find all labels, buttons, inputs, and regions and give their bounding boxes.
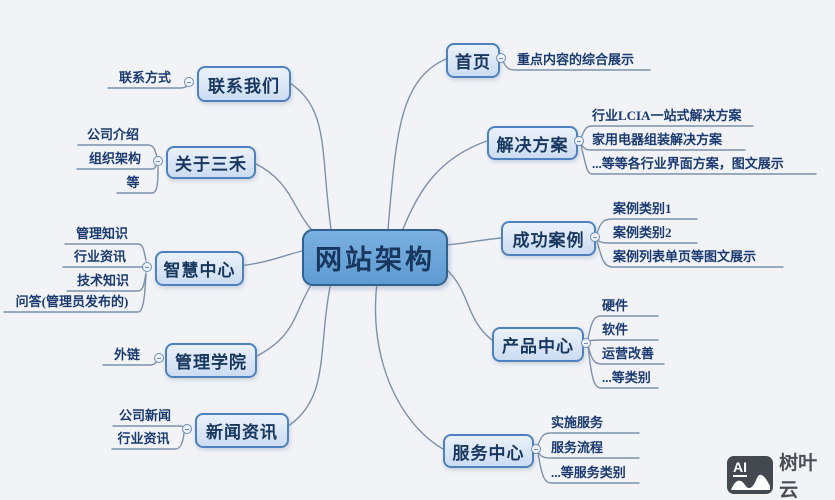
branch-success-cases[interactable]: 成功案例: [501, 221, 596, 256]
leaf-software[interactable]: 软件: [602, 322, 629, 337]
leaf-categories-etc[interactable]: ...等类别: [602, 370, 651, 385]
branch-product-center[interactable]: 产品中心: [492, 327, 584, 362]
ai-image-icon: AI: [727, 456, 774, 494]
branch-news[interactable]: 新闻资讯: [195, 413, 289, 448]
leaf-qa-admin-published[interactable]: 问答(管理员发布的): [15, 294, 129, 309]
watermark-brand: 树叶云: [779, 453, 818, 500]
watermark: AI 树叶云: [727, 448, 835, 500]
leaf-implementation-service[interactable]: 实施服务: [551, 415, 604, 430]
leaf-case-category-1[interactable]: 案例类别1: [613, 201, 672, 216]
collapse-handle-home[interactable]: [496, 53, 506, 63]
leaf-contact-info[interactable]: 联系方式: [118, 70, 171, 85]
collapse-handle-service-center[interactable]: [531, 444, 541, 454]
leaf-service-categories-etc[interactable]: ...等服务类别: [551, 465, 626, 480]
leaf-hardware[interactable]: 硬件: [602, 298, 629, 313]
leaf-industry-news-2[interactable]: 行业资讯: [117, 431, 170, 446]
branch-contact-us[interactable]: 联系我们: [197, 66, 291, 102]
leaf-operation-improvement[interactable]: 运营改善: [602, 346, 655, 361]
leaf-etc[interactable]: 等: [126, 175, 140, 190]
leaf-industry-solutions-etc[interactable]: ...等等各行业界面方案，图文展示: [592, 156, 784, 171]
branch-home[interactable]: 首页: [446, 43, 500, 78]
branch-about-sanhe[interactable]: 关于三禾: [166, 146, 256, 179]
leaf-technical-knowledge[interactable]: 技术知识: [76, 273, 129, 288]
leaf-management-knowledge[interactable]: 管理知识: [75, 226, 128, 241]
collapse-handle-news[interactable]: [182, 424, 192, 434]
branch-wisdom-center[interactable]: 智慧中心: [155, 251, 244, 286]
leaf-company-intro[interactable]: 公司介绍: [86, 127, 139, 142]
central-topic[interactable]: 网站架构: [302, 229, 448, 286]
leaf-industry-news[interactable]: 行业资讯: [73, 249, 126, 264]
collapse-handle-solutions[interactable]: [574, 136, 584, 146]
leaf-appliance-assembly-solution[interactable]: 家用电器组装解决方案: [592, 132, 723, 147]
collapse-handle-product-center[interactable]: [581, 338, 591, 348]
leaf-external-links[interactable]: 外链: [113, 347, 140, 362]
collapse-handle-wisdom-center[interactable]: [142, 262, 152, 272]
leaf-org-structure[interactable]: 组织架构: [88, 151, 141, 166]
branch-service-center[interactable]: 服务中心: [443, 434, 534, 468]
leaf-key-content-display[interactable]: 重点内容的综合展示: [517, 52, 635, 67]
leaf-service-process[interactable]: 服务流程: [551, 440, 604, 455]
collapse-handle-management-academy[interactable]: [154, 353, 164, 363]
leaf-case-list-display[interactable]: 案例列表单页等图文展示: [613, 249, 757, 264]
collapse-handle-about-sanhe[interactable]: [153, 156, 163, 166]
branch-solutions[interactable]: 解决方案: [487, 126, 578, 160]
leaf-industry-lcia-solution[interactable]: 行业LCIA一站式解决方案: [592, 108, 742, 123]
collapse-handle-success-cases[interactable]: [590, 232, 600, 242]
mountain-icon: [731, 474, 770, 490]
leaf-case-category-2[interactable]: 案例类别2: [613, 225, 672, 240]
leaf-company-news[interactable]: 公司新闻: [118, 408, 171, 423]
branch-management-academy[interactable]: 管理学院: [165, 343, 257, 378]
collapse-handle-contact-us[interactable]: [184, 77, 194, 87]
ai-label: AI: [733, 459, 747, 477]
